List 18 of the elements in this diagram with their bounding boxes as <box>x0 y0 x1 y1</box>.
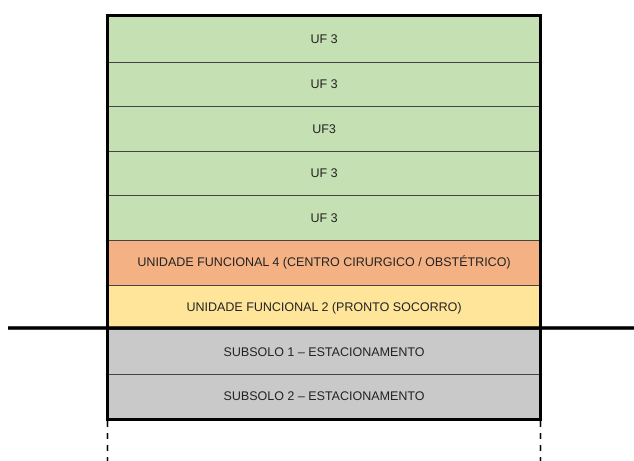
floor-label: UNIDADE FUNCIONAL 4 (CENTRO CIRURGICO / OBSTÉTRICO) <box>137 254 511 272</box>
floor-label: UNIDADE FUNCIONAL 2 (PRONTO SOCORRO) <box>186 298 462 316</box>
floor-band <box>109 240 539 285</box>
floor-label: UF 3 <box>310 76 338 94</box>
floor-band <box>109 284 539 330</box>
floor-label: SUBSOLO 1 – ESTACIONAMENTO <box>224 344 424 361</box>
floor-label: UF3 <box>312 120 336 138</box>
floor-band <box>109 150 539 196</box>
floor-label: UF 3 <box>310 165 338 182</box>
floor-label: UF 3 <box>310 210 338 227</box>
floor-band <box>109 106 539 151</box>
floor-band <box>109 329 539 374</box>
floor-label: SUBSOLO 2 – ESTACIONAMENTO <box>224 388 424 406</box>
floor-band <box>109 195 539 240</box>
floor-label: UF 3 <box>310 30 338 48</box>
floor-band <box>109 374 539 418</box>
floor-band <box>109 62 539 106</box>
floor-band <box>109 17 539 62</box>
